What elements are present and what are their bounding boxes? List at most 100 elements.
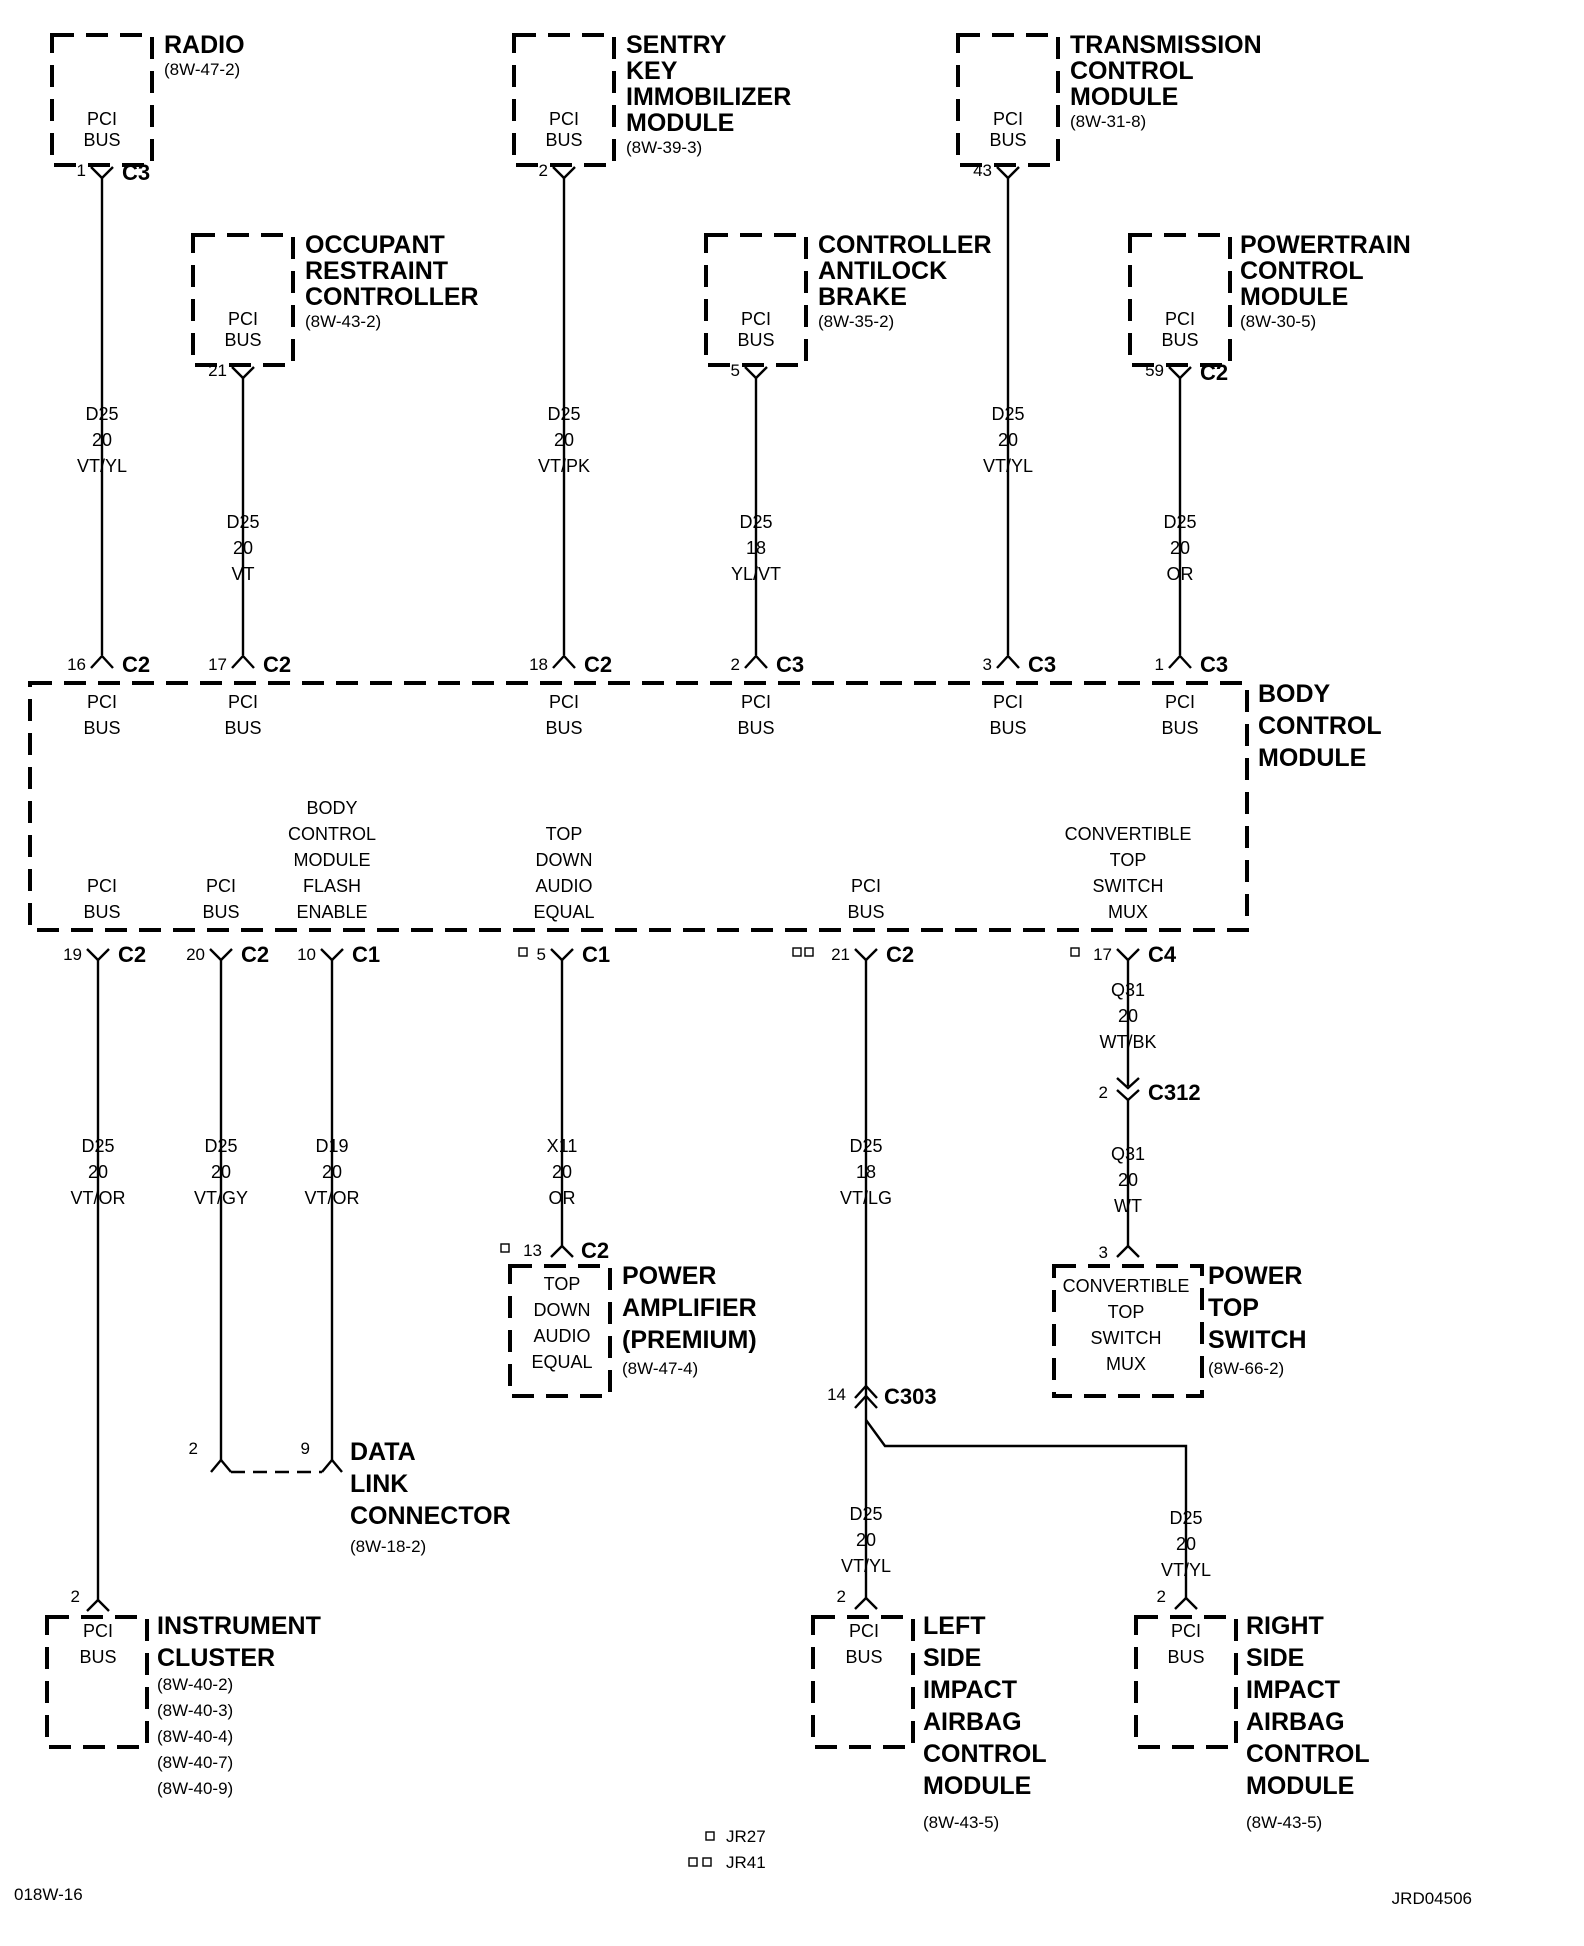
bcm-bottom-inner-1-line-1: PCI bbox=[87, 876, 117, 896]
cab-inner-label-line-2: BUS bbox=[737, 330, 774, 350]
occupant-name-line-1: OCCUPANT bbox=[305, 231, 445, 259]
cab-wire-label-line-2: 18 bbox=[746, 538, 766, 558]
bcm-top-conn-4: C3 bbox=[776, 652, 804, 677]
bcm-bottom-inner-4-line-1: TOP bbox=[546, 824, 583, 844]
bcm-bottom-inner-6-line-4: MUX bbox=[1108, 902, 1148, 922]
right-airbag-inner-label-line-2: BUS bbox=[1167, 1647, 1204, 1667]
dlc-wire-b-label-line-1: D19 bbox=[315, 1136, 348, 1156]
bcm-bottom-inner-3-line-5: ENABLE bbox=[296, 902, 367, 922]
c312-pin-number: 2 bbox=[1099, 1083, 1108, 1102]
pcm-inner-label-line-1: PCI bbox=[1165, 309, 1195, 329]
bcm-top-pin-3: 18 bbox=[529, 655, 548, 674]
bcm-top-pin-5: 3 bbox=[983, 655, 992, 674]
pcm-name-line-1: POWERTRAIN bbox=[1240, 231, 1411, 259]
topswitch-inner-label-line-4: MUX bbox=[1106, 1354, 1146, 1374]
right-airbag-wire-label-line-3: VT/YL bbox=[1161, 1560, 1211, 1580]
right-airbag-name-line-3: IMPACT bbox=[1246, 1676, 1340, 1704]
dlc-wire-a-label-line-1: D25 bbox=[204, 1136, 237, 1156]
bcm-bottom-pin-5: 21 bbox=[831, 945, 850, 964]
dlc-pin-a-symbol bbox=[210, 1458, 232, 1473]
bcm-bottom-connector-5 bbox=[854, 948, 878, 962]
tcm-inner-label-line-2: BUS bbox=[989, 130, 1026, 150]
legend-jr41-code: JR41 bbox=[726, 1853, 766, 1872]
cab-wire-label-line-1: D25 bbox=[739, 512, 772, 532]
sentry-wire-label-line-1: D25 bbox=[547, 404, 580, 424]
sentry-wire-label-line-2: 20 bbox=[554, 430, 574, 450]
cluster-ref-line-1: (8W-40-2) bbox=[157, 1675, 233, 1694]
dlc-ref-line-1: (8W-18-2) bbox=[350, 1537, 426, 1556]
pcm-wire-label-line-2: 20 bbox=[1170, 538, 1190, 558]
bcm-module-box bbox=[28, 681, 1249, 932]
dlc-wire-b-label-line-2: 20 bbox=[322, 1162, 342, 1182]
bcm-top-inner-6-line-2: BUS bbox=[1161, 718, 1198, 738]
bcm-c1-pin5-jr27-marker bbox=[518, 947, 528, 957]
amp-name-line-2: AMPLIFIER bbox=[622, 1294, 757, 1322]
topswitch-name-line-1: POWER bbox=[1208, 1262, 1302, 1290]
amp-name-line-3: (PREMIUM) bbox=[622, 1326, 757, 1354]
pcm-connector-symbol bbox=[1168, 366, 1192, 380]
bcm-bottom-pin-2: 20 bbox=[186, 945, 205, 964]
radio-name-line-1: RADIO bbox=[164, 31, 245, 59]
pcm-module-box bbox=[1128, 233, 1232, 367]
bcm-bottom-inner-3-line-4: FLASH bbox=[303, 876, 361, 896]
bcm-bottom-inner-3-line-1: BODY bbox=[306, 798, 357, 818]
cluster-connector-symbol bbox=[86, 1598, 110, 1612]
left-airbag-wire-label-line-1: D25 bbox=[849, 1504, 882, 1524]
dlc-pin-a-number: 2 bbox=[189, 1439, 198, 1458]
occupant-wire-label-line-3: VT bbox=[231, 564, 254, 584]
bcm-top-pin-1: 16 bbox=[67, 655, 86, 674]
amp-jr27-marker bbox=[500, 1243, 510, 1253]
radio-ref-line-1: (8W-47-2) bbox=[164, 60, 240, 79]
bcm-bottom-pin-3: 10 bbox=[297, 945, 316, 964]
bcm-top-inner-4-line-2: BUS bbox=[737, 718, 774, 738]
pcm-inner-label-line-2: BUS bbox=[1161, 330, 1198, 350]
dlc-wire-b-label-line-3: VT/OR bbox=[304, 1188, 359, 1208]
bcm-c2-pin21-jr41-marker-a bbox=[792, 947, 802, 957]
bcm-bottom-conn-2: C2 bbox=[241, 942, 269, 967]
legend-jr41-square-a bbox=[688, 1857, 698, 1867]
q31-lower-wire-label-line-3: WT bbox=[1114, 1196, 1142, 1216]
right-airbag-name-line-1: RIGHT bbox=[1246, 1612, 1324, 1640]
radio-module-box bbox=[50, 33, 154, 167]
topswitch-ref-line-1: (8W-66-2) bbox=[1208, 1359, 1284, 1378]
right-airbag-name-line-5: CONTROL bbox=[1246, 1740, 1370, 1768]
occupant-inner-label-line-1: PCI bbox=[228, 309, 258, 329]
legend-jr41-square-b bbox=[702, 1857, 712, 1867]
bcm-c4-pin17-jr27-marker bbox=[1070, 947, 1080, 957]
cab-wire-label-line-3: YL/VT bbox=[731, 564, 781, 584]
bcm-top-inner-5-line-2: BUS bbox=[989, 718, 1026, 738]
bcm-top-inner-6-line-1: PCI bbox=[1165, 692, 1195, 712]
c312-connector-b bbox=[1116, 1089, 1140, 1102]
pcm-ref-line-1: (8W-30-5) bbox=[1240, 312, 1316, 331]
right-airbag-wire-label-line-1: D25 bbox=[1169, 1508, 1202, 1528]
cluster-ref-line-4: (8W-40-7) bbox=[157, 1753, 233, 1772]
left-airbag-name-line-5: CONTROL bbox=[923, 1740, 1047, 1768]
tcm-wire-label-line-3: VT/YL bbox=[983, 456, 1033, 476]
footer-left-code: 018W-16 bbox=[14, 1885, 83, 1904]
radio-pin-number: 1 bbox=[77, 161, 86, 180]
occupant-ref-line-1: (8W-43-2) bbox=[305, 312, 381, 331]
amp-wire-label-line-3: OR bbox=[549, 1188, 576, 1208]
bcm-bottom-connector-4 bbox=[550, 948, 574, 962]
bcm-bottom-conn-5: C2 bbox=[886, 942, 914, 967]
dlc-pin-b-number: 9 bbox=[301, 1439, 310, 1458]
cab-name-line-1: CONTROLLER bbox=[818, 231, 992, 259]
bcm-top-inner-4-line-1: PCI bbox=[741, 692, 771, 712]
tcm-name-line-1: TRANSMISSION bbox=[1070, 31, 1262, 59]
radio-connector-symbol bbox=[90, 166, 114, 180]
tcm-wire-label-line-1: D25 bbox=[991, 404, 1024, 424]
footer-right-code: JRD04506 bbox=[1392, 1889, 1472, 1908]
tcm-inner-label-line-1: PCI bbox=[993, 109, 1023, 129]
topswitch-inner-label-line-2: TOP bbox=[1108, 1302, 1145, 1322]
bcm-top-conn-6: C3 bbox=[1200, 652, 1228, 677]
cluster-ref-line-2: (8W-40-3) bbox=[157, 1701, 233, 1720]
cab-inner-label-line-1: PCI bbox=[741, 309, 771, 329]
bcm-bottom-inner-2-line-2: BUS bbox=[202, 902, 239, 922]
right-airbag-inner-label-line-1: PCI bbox=[1171, 1621, 1201, 1641]
occupant-name-line-3: CONTROLLER bbox=[305, 283, 479, 311]
tcm-name-line-2: CONTROL bbox=[1070, 57, 1194, 85]
bcm-bottom-connector-3 bbox=[320, 948, 344, 962]
topswitch-name-line-3: SWITCH bbox=[1208, 1326, 1307, 1354]
bcm-top-conn-3: C2 bbox=[584, 652, 612, 677]
tcm-wire-label-line-2: 20 bbox=[998, 430, 1018, 450]
